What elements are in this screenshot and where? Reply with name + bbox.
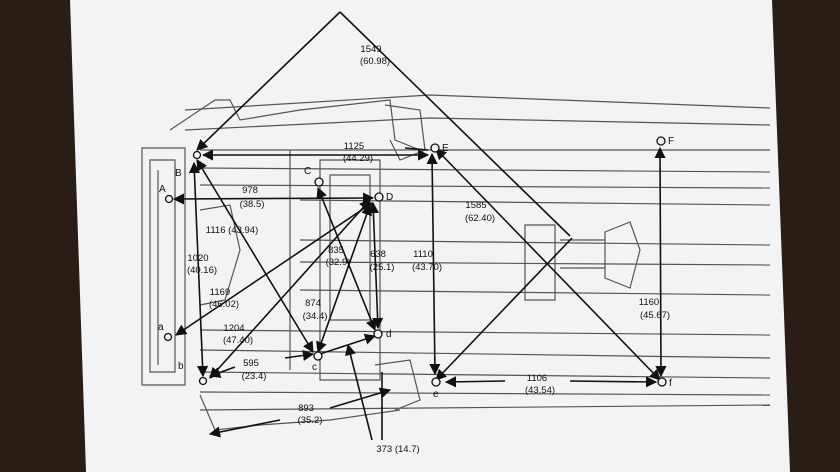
line-978 [172, 192, 375, 205]
point-marker-A [164, 194, 174, 204]
point-marker-C [314, 177, 324, 187]
reference-points [163, 136, 667, 387]
point-label-a: a [158, 322, 164, 333]
dim-595-inches: (23.4) [242, 371, 267, 382]
point-label-F: F [668, 136, 674, 147]
dim-595-value: 595 [243, 358, 259, 369]
point-label-E: E [442, 143, 449, 154]
point-labels: A B C D E F a b c d e f [158, 136, 674, 400]
measurement-labels: 1549 (60.98) 1125 (44.29) 978 (38.5) 111… [187, 44, 670, 455]
dim-1116-value: 1116 (43.94) [206, 225, 258, 236]
point-label-d: d [386, 329, 392, 340]
line-1125-e [404, 147, 429, 151]
paper-sheet [70, 0, 790, 472]
line-1549-left [196, 11, 341, 151]
point-marker-a [163, 332, 173, 342]
line-595-left [208, 366, 236, 378]
point-marker-D [374, 192, 384, 202]
point-marker-E [430, 143, 440, 153]
dim-638-value: 638 [370, 249, 386, 260]
line-638 [367, 201, 384, 330]
point-marker-c [313, 351, 323, 361]
dim-1169-value: 1169 [210, 287, 230, 298]
point-marker-d [373, 329, 383, 339]
dim-874-inches: (34.4) [303, 311, 328, 322]
measurement-lines [172, 11, 667, 441]
dim-835-value: 835 [328, 245, 344, 256]
dim-1106-value: 1106 [527, 373, 547, 384]
line-893-left [208, 419, 281, 438]
line-1160 [654, 146, 667, 378]
point-label-D: D [386, 192, 393, 203]
dim-893-value: 893 [298, 403, 314, 414]
dim-1160-inches: (45.67) [640, 310, 670, 321]
dim-1585-inches: (62.40) [465, 213, 495, 224]
line-1110 [426, 152, 441, 376]
dim-1160-value: 1160 [639, 297, 659, 308]
line-893-right [329, 387, 392, 409]
point-label-A: A [159, 184, 166, 195]
dim-893-inches: (35.2) [298, 415, 323, 426]
line-1110-e [435, 237, 573, 381]
dim-1169-inches: (46.02) [209, 299, 239, 310]
dim-1020-value: 1020 [187, 253, 208, 264]
point-marker-F [656, 136, 666, 146]
line-373-left [345, 343, 373, 441]
line-1585 [435, 148, 661, 381]
dim-1204-value: 1204 [223, 323, 244, 334]
dim-1585-value: 1585 [465, 200, 486, 211]
dim-1110-inches: (43.70) [412, 262, 442, 273]
point-marker-B [192, 150, 202, 160]
point-label-e: e [433, 389, 439, 400]
point-label-C: C [304, 166, 311, 177]
dim-978-inches: (38.5) [240, 199, 265, 210]
dim-978-value: 978 [242, 185, 258, 196]
line-1106-left [444, 376, 506, 388]
dim-373-value: 373 (14.7) [376, 444, 419, 455]
dim-874-value: 874 [305, 298, 321, 309]
dim-1125-inches: (44.29) [343, 153, 373, 164]
line-595-right [284, 349, 315, 361]
dim-638-inches: (25.1) [370, 262, 395, 273]
point-marker-e [431, 377, 441, 387]
point-marker-f [657, 377, 667, 387]
point-label-B: B [175, 168, 182, 179]
point-label-b: b [178, 361, 184, 372]
line-1204 [209, 199, 371, 379]
point-label-f: f [669, 378, 672, 389]
dim-835-inches: (32.9) [326, 257, 351, 268]
dim-1204-inches: (47.40) [223, 335, 253, 346]
dim-1106-inches: (43.54) [525, 385, 555, 396]
dim-1020-inches: (40.16) [187, 265, 217, 276]
dim-1110-value: 1110 [413, 249, 433, 260]
dim-1549-inches: (60.98) [360, 56, 390, 67]
dim-1125-value: 1125 [344, 141, 364, 152]
line-1106-right [569, 376, 658, 388]
point-label-c: c [312, 362, 317, 373]
point-marker-b [198, 376, 208, 386]
dim-1549-value: 1549 [360, 44, 381, 55]
